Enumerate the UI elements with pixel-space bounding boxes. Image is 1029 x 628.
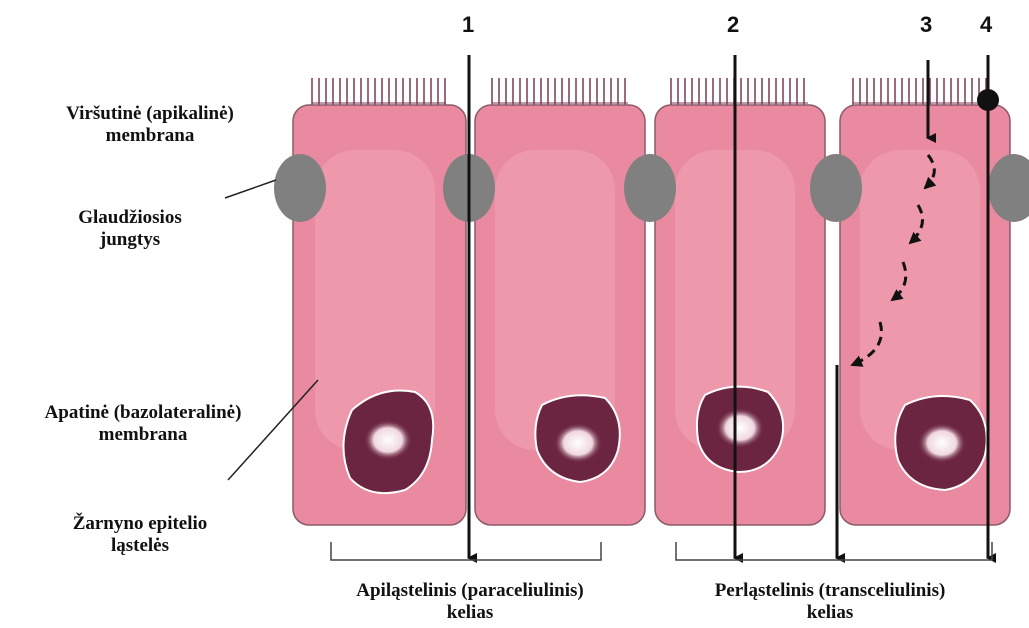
basolateral-membrane-label: Apatinė (bazolateralinė) membrana: [0, 402, 286, 446]
tight-junction-1: [274, 154, 326, 222]
apical-membrane-label: Viršutinė (apikalinė) membrana: [0, 103, 300, 147]
microvilli-cell-3: [671, 78, 808, 107]
tight-junctions-label: Glaudžiosios jungtys: [40, 207, 220, 251]
pathway-number-3: 3: [920, 12, 932, 38]
paracellular-bracket: [331, 542, 601, 560]
microvilli-cell-2: [492, 78, 628, 107]
epithelial-cells-label: Žarnyno epitelio ląstelės: [20, 513, 260, 557]
microvilli-cell-1: [312, 78, 446, 107]
junction-pointer: [225, 180, 276, 198]
tight-junction-3: [624, 154, 676, 222]
pathway-4-carrier: [977, 89, 999, 111]
microvilli-cell-4: [853, 78, 990, 107]
microvilli: [312, 78, 990, 107]
transcellular-bracket: [676, 542, 992, 560]
brackets: [331, 542, 992, 560]
pathway-number-1: 1: [462, 12, 474, 38]
tight-junction-4: [810, 154, 862, 222]
pathway-number-4: 4: [980, 12, 992, 38]
paracellular-route-label: Apiląstelinis (paraceliulinis) kelias: [270, 580, 670, 624]
pathway-number-2: 2: [727, 12, 739, 38]
transcellular-route-label: Perląstelinis (transceliulinis) kelias: [630, 580, 1029, 624]
